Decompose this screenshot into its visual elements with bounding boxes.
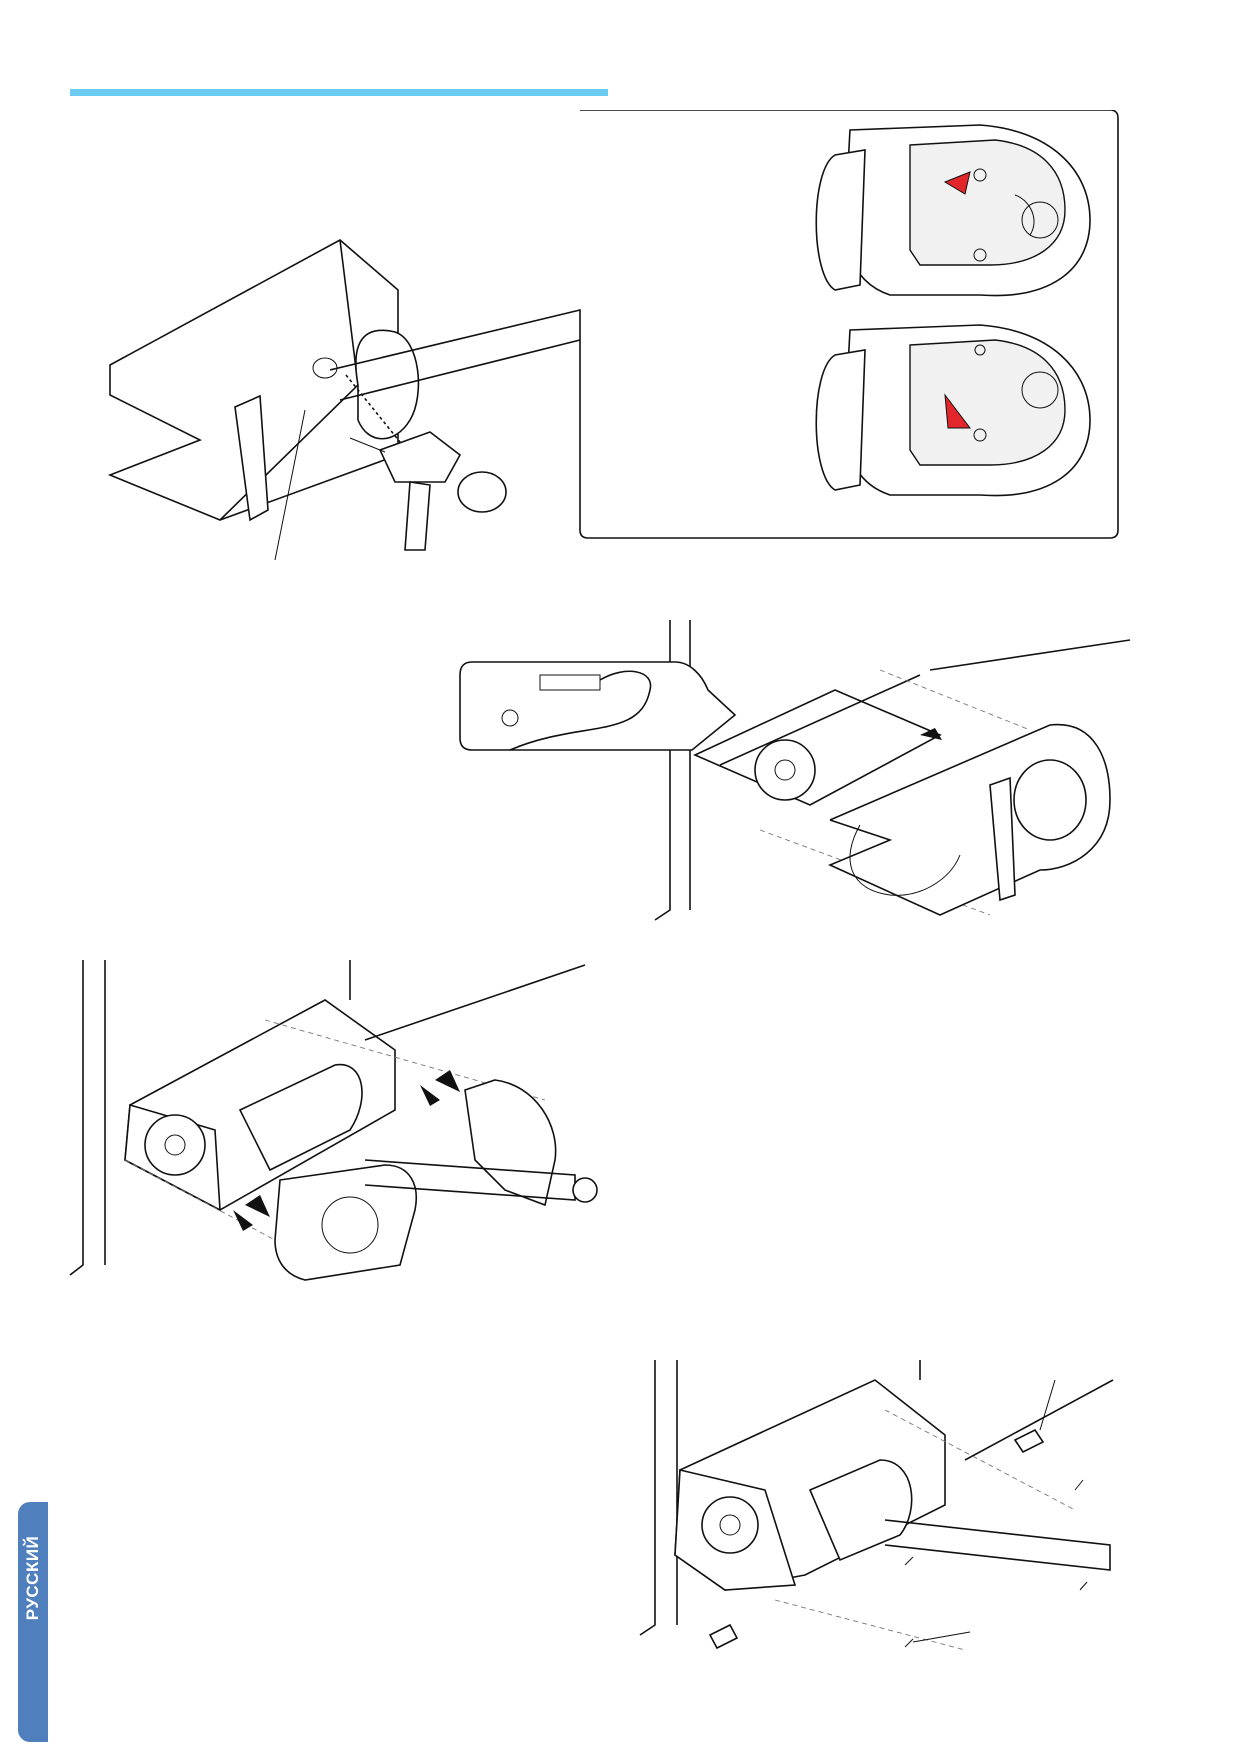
figure-drill-cover bbox=[100, 220, 520, 580]
screws-fixing-illustration bbox=[639, 1360, 1114, 1651]
drill-icon bbox=[349, 431, 507, 551]
figure-detail-callout bbox=[330, 110, 1130, 550]
language-side-tab bbox=[18, 1502, 48, 1742]
wiring-detail-illustration bbox=[459, 620, 1130, 921]
detail-bottom-view bbox=[815, 324, 1091, 497]
cable-icon bbox=[459, 661, 737, 751]
red-arrow-icon bbox=[943, 171, 971, 195]
screw-icon bbox=[708, 1428, 1088, 1650]
cover-flap-icon bbox=[234, 394, 269, 522]
detail-callout-illustration bbox=[330, 110, 1119, 539]
language-label: РУССКИЙ bbox=[23, 1535, 42, 1621]
push-arrow-icon bbox=[233, 1195, 270, 1231]
section-accent-rule bbox=[70, 89, 608, 96]
figure-side-covers bbox=[65, 960, 645, 1350]
side-covers-illustration bbox=[69, 960, 598, 1281]
figure-screws-fixing bbox=[635, 1360, 1120, 1680]
red-arrow-icon bbox=[944, 393, 972, 429]
drill-cover-illustration bbox=[107, 239, 507, 561]
figure-wiring-detail bbox=[450, 620, 1130, 980]
push-arrow-icon bbox=[420, 1070, 460, 1106]
detail-top-view bbox=[815, 124, 1091, 297]
left-cover-icon bbox=[274, 1164, 417, 1281]
